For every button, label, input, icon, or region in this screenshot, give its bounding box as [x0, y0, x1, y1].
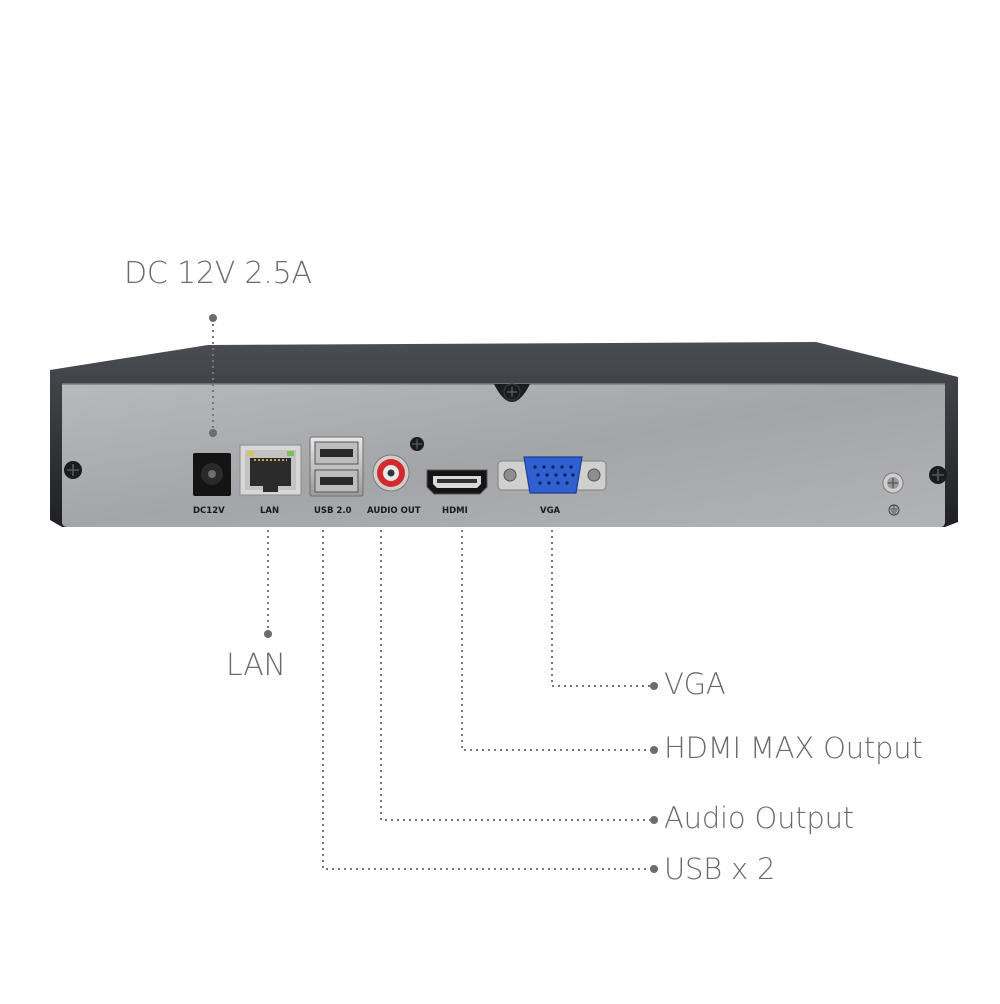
port-label-usb: USB 2.0 [314, 506, 352, 516]
port-label-vga: VGA [540, 506, 561, 516]
screw-icon [494, 383, 530, 402]
hdmi-port-icon [426, 469, 488, 495]
callout-hdmi: HDMI MAX Output [664, 731, 923, 765]
lan-port-icon [239, 444, 302, 496]
port-label-audio: AUDIO OUT [367, 506, 421, 516]
callout-dc-power: DC 12V 2.5A [124, 256, 312, 291]
leader-endpoints [209, 314, 658, 873]
leader-lines [212, 318, 652, 870]
port-label-hdmi: HDMI [442, 506, 468, 516]
screw-icon [929, 466, 947, 484]
port-label-lan: LAN [260, 506, 279, 516]
callout-usb: USB x 2 [664, 852, 776, 886]
screw-icon [64, 461, 82, 479]
screw-icon [410, 437, 424, 451]
ground-terminal-icon [882, 472, 904, 516]
callout-vga: VGA [664, 667, 726, 701]
audio-jack-icon [372, 454, 410, 492]
callout-lan: LAN [226, 648, 286, 683]
port-label-dc: DC12V [193, 506, 225, 516]
callout-audio: Audio Output [664, 801, 854, 835]
dc-power-jack-icon [193, 453, 231, 496]
usb-port-icon [309, 436, 364, 497]
vga-port-icon [497, 456, 607, 494]
